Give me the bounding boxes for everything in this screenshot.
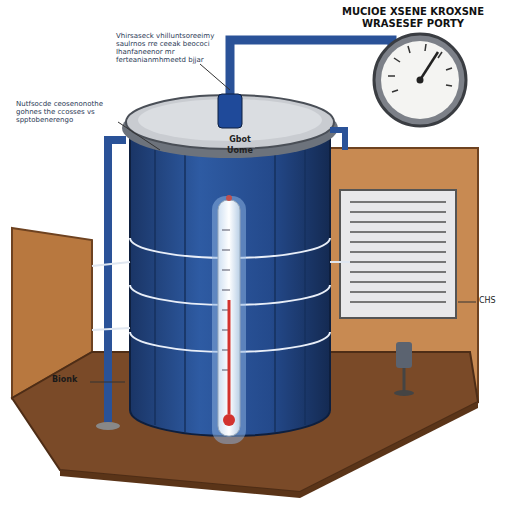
part-label: CHS [479, 296, 509, 305]
note-text: Vhirsaseck vhilluntsoreeimy saulrnos rre… [116, 32, 228, 64]
part-label: Bionk [52, 375, 88, 384]
note-text: Nutfsocde ceosenonothe gohnes the ccosse… [16, 100, 126, 124]
lid-label: Gbot [220, 135, 260, 144]
header-label: MUCIOE XSENE KROXSNE WRASESEF PORTY [338, 6, 488, 29]
lid-label: Uome [220, 146, 260, 155]
